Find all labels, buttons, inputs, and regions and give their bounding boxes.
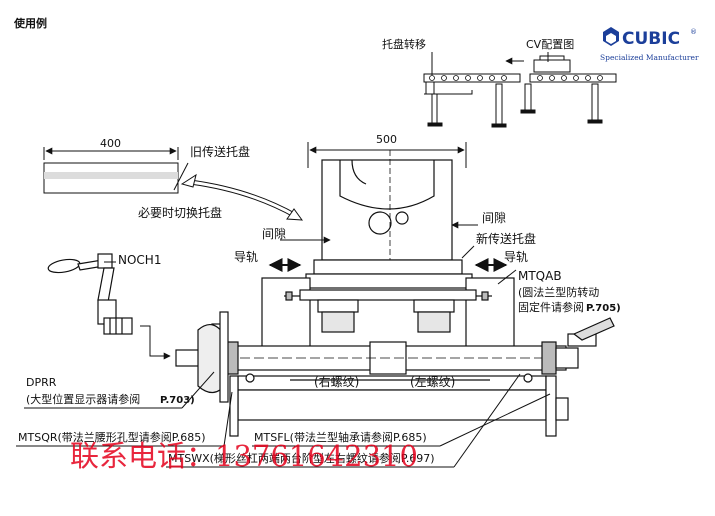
dprr-code: DPRR [26,376,57,389]
cv-label: CV配置图 [526,38,574,51]
noch-handle [47,253,133,335]
dim-500: 500 [376,133,397,146]
rail-left-label: 导轨 [234,250,258,264]
noch-pointer [140,325,171,360]
phone-watermark: 联系电话：13761642310 [70,439,418,473]
rail-right-label: 导轨 [504,250,528,264]
gap-right-label: 间隙 [482,211,506,225]
mtsfl-label: MTSFL(带法兰型轴承请参阅P.685) [254,430,427,444]
logo-reg: ® [690,28,697,36]
logo-tagline: Specialized Manufacturer [600,53,699,62]
dim-400: 400 [100,137,121,150]
workpiece [305,150,473,289]
cubic-logo: CUBIC ® Specialized Manufacturer [600,27,699,62]
gap-left-label: 间隙 [262,227,286,241]
dprr-page: P.703) [160,395,195,406]
thread-right-label: (右螺纹) [314,374,359,389]
mtsqr-label: MTSQR(带法兰腰形孔型请参阅P.685) [18,430,206,444]
lower-frame [229,373,569,437]
mtqab-code: MTQAB [518,269,562,283]
conveyor-layout-figure: 托盘转移 CV配置图 [382,37,617,128]
mtqab-line2: 固定件请参阅 [518,300,584,314]
mtswx-label: MTSWX(梯形丝杠两端两台阶型左右螺纹请参阅P.697) [168,451,435,465]
switch-note: 必要时切换托盘 [138,205,222,220]
mtqab-lever [567,317,615,347]
transfer-label: 托盘转移 [382,37,426,51]
logo-name: CUBIC [622,29,680,49]
screw-shaft [175,311,579,403]
mtqab-page: P.705) [586,303,621,314]
old-pallet-label: 旧传送托盘 [190,144,250,159]
old-pallet-figure [43,147,189,194]
rail-assembly [261,277,515,349]
thread-left-label: (左螺纹) [410,374,455,389]
new-pallet-label: 新传送托盘 [476,231,536,246]
dprr-line1: (大型位置显示器请参阅 [26,392,140,406]
noch-label: NOCH1 [118,253,161,267]
mtqab-line1: (圆法兰型防转动 [518,285,599,299]
heading: 使用例 [13,16,47,30]
